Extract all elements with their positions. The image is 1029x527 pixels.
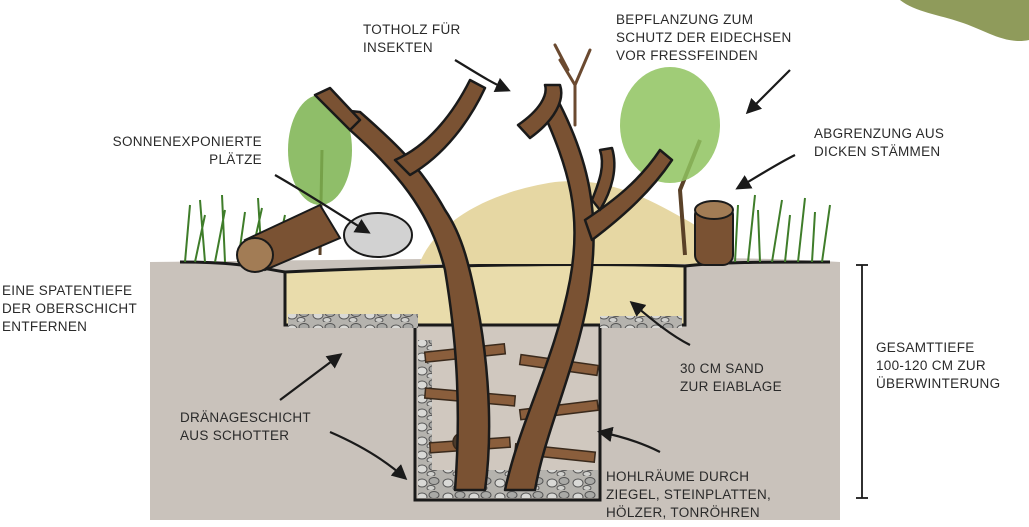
depth-bracket <box>856 265 868 498</box>
right-log <box>695 201 733 265</box>
label-draenage: DRÄNAGESCHICHT AUS SCHOTTER <box>180 409 311 445</box>
label-sand: 30 CM SAND ZUR EIABLAGE <box>680 360 782 396</box>
label-spatentiefe: EINE SPATENTIEFE DER OBERSCHICHT ENTFERN… <box>2 282 137 336</box>
arrow-bepflanzung <box>748 70 790 112</box>
gravel-right <box>600 316 682 328</box>
label-gesamttiefe: GESAMTTIEFE 100-120 CM ZUR ÜBERWINTERUNG <box>876 339 1000 393</box>
label-bepflanzung: BEPFLANZUNG ZUM SCHUTZ DER EIDECHSEN VOR… <box>616 11 792 65</box>
arrow-abgrenzung <box>738 155 795 188</box>
grass-right <box>735 195 830 262</box>
label-sonne: SONNENEXPONIERTE PLÄTZE <box>90 133 262 169</box>
label-totholz: TOTHOLZ FÜR INSEKTEN <box>363 21 461 57</box>
corner-foliage <box>900 0 1029 41</box>
label-abgrenzung: ABGRENZUNG AUS DICKEN STÄMMEN <box>814 125 944 161</box>
label-hohlraeume: HOHLRÄUME DURCH ZIEGEL, STEINPLATTEN, HÖ… <box>606 468 771 522</box>
gravel-left <box>288 314 418 328</box>
sun-stone <box>344 213 412 257</box>
